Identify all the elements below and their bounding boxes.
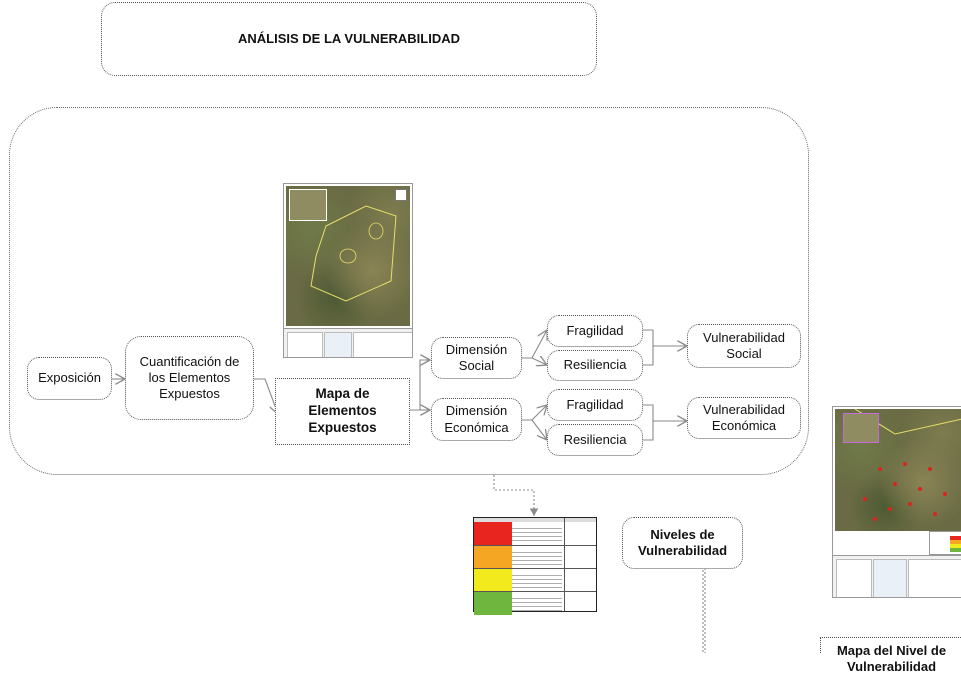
node-resiliencia-social-label: Resiliencia xyxy=(563,357,627,373)
diagram-title: ANÁLISIS DE LA VULNERABILIDAD xyxy=(238,30,460,46)
node-niveles-vulnerabilidad-label: Niveles de Vulnerabilidad xyxy=(637,526,728,558)
vulnerability-inset xyxy=(843,413,879,443)
exposed-area-outline xyxy=(310,205,397,302)
node-exposicion-label: Exposición xyxy=(38,370,101,386)
vulnerability-map-image xyxy=(832,406,961,598)
level-high-swatch xyxy=(474,546,512,569)
analysis-region xyxy=(9,107,809,475)
node-vulnerabilidad-social: Vulnerabilidad Social xyxy=(687,324,801,368)
vulnerability-map-area xyxy=(835,409,961,531)
node-dimension-social-label: Dimensión Social xyxy=(445,341,508,373)
node-resiliencia-economica-label: Resiliencia xyxy=(563,431,627,447)
node-exposicion: Exposición xyxy=(27,357,112,400)
north-arrow-icon xyxy=(395,189,407,201)
node-fragilidad-social: Fragilidad xyxy=(547,315,643,347)
node-dimension-social: Dimensión Social xyxy=(431,337,522,379)
level-low-swatch xyxy=(474,592,512,615)
satellite-map-image xyxy=(283,183,413,358)
level-table-header xyxy=(474,518,596,522)
node-mapa-nivel-label: Mapa del Nivel de Vulnerabilidad xyxy=(836,643,947,675)
connector-arrows xyxy=(112,0,706,653)
node-resiliencia-economica: Resiliencia xyxy=(547,424,643,456)
node-vulnerabilidad-economica-label: Vulnerabilidad Económica xyxy=(703,401,785,433)
node-dimension-economica: Dimensión Económica xyxy=(431,398,522,441)
node-resiliencia-social: Resiliencia xyxy=(547,350,643,381)
node-cuantificacion: Cuantificación de los Elementos Expuesto… xyxy=(125,336,254,420)
node-fragilidad-social-label: Fragilidad xyxy=(566,322,624,338)
node-niveles-vulnerabilidad: Niveles de Vulnerabilidad xyxy=(622,517,743,569)
vulnerability-legend xyxy=(929,531,961,555)
node-cuantificacion-label: Cuantificación de los Elementos Expuesto… xyxy=(139,353,240,402)
level-very-high-swatch xyxy=(474,522,512,545)
node-vulnerabilidad-economica: Vulnerabilidad Económica xyxy=(687,397,801,439)
node-mapa-elementos-label: Mapa de Elementos Expuestos xyxy=(308,386,377,435)
title-box: ANÁLISIS DE LA VULNERABILIDAD xyxy=(101,2,597,76)
node-dimension-economica-label: Dimensión Económica xyxy=(444,403,509,435)
map-legend-strip xyxy=(284,328,412,357)
vulnerability-legend-strip xyxy=(833,555,961,597)
node-fragilidad-economica: Fragilidad xyxy=(547,389,643,421)
satellite-map-area xyxy=(286,186,410,326)
node-mapa-elementos: Mapa de Elementos Expuestos xyxy=(275,378,410,445)
level-medium-swatch xyxy=(474,569,512,592)
node-mapa-nivel: Mapa del Nivel de Vulnerabilidad xyxy=(820,637,961,674)
location-inset xyxy=(289,189,327,221)
level-table-image xyxy=(473,517,597,615)
node-vulnerabilidad-social-label: Vulnerabilidad Social xyxy=(703,329,785,361)
node-fragilidad-economica-label: Fragilidad xyxy=(566,396,624,412)
